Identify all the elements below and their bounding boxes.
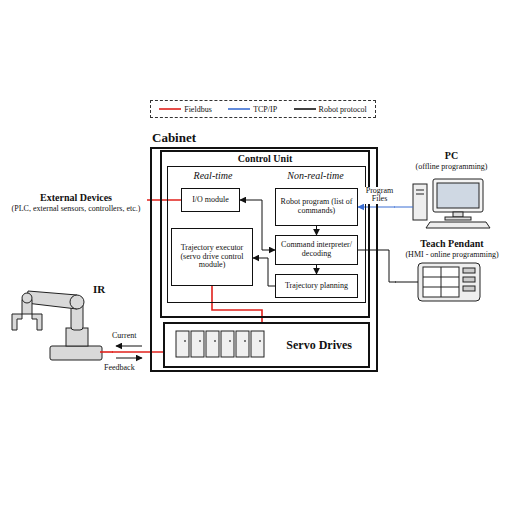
device-description: (HMI - online programming) (396, 250, 508, 259)
legend-box: Fieldbus TCP/IP Robot protocol (150, 100, 376, 118)
teach-pendant-illustration (418, 263, 480, 301)
section-heading: Non-real-time (266, 170, 365, 181)
box-text: Trajectory executor (servo drive control… (174, 244, 250, 270)
teach-pendant-block: Teach Pendant(HMI - online programming) (396, 238, 508, 302)
connector-line (316, 265, 317, 274)
section-heading: Real-time (168, 170, 258, 181)
connector-line (112, 351, 163, 353)
legend-item: TCP/IP (228, 105, 277, 114)
legend-item: Robot protocol (294, 105, 367, 114)
legend-line-sample (294, 106, 316, 112)
pendant-cable (395, 282, 418, 283)
process-box: Robot program (list of commands) (275, 188, 358, 226)
device-title: External Devices (5, 192, 147, 204)
process-box: Command interpreter/ decoding (275, 235, 358, 265)
connectors (112, 200, 396, 352)
signal-label: Feedback (104, 363, 135, 372)
pc-cable (394, 207, 413, 208)
device-description: (offline programming) (395, 162, 508, 171)
control-section-box: I/O module Robot program (list of command… (167, 166, 366, 303)
cabinet-box: I/O module Robot program (list of command… (150, 147, 378, 372)
control-unit-box: I/O module Robot program (list of command… (160, 150, 370, 318)
legend-item: Fieldbus (159, 105, 212, 114)
process-box: Trajectory executor (servo drive control… (171, 228, 253, 286)
legend-text: Fieldbus (184, 105, 212, 114)
pc-illustration (413, 179, 490, 228)
legend-text: Robot protocol (319, 105, 367, 114)
process-box: Trajectory planning (275, 274, 358, 298)
device-title: PC (395, 150, 508, 162)
box-text: Robot program (list of commands) (278, 198, 355, 216)
edge-label: Program Files (362, 187, 398, 204)
robot-cable (100, 351, 113, 353)
legend-line-sample (159, 106, 181, 112)
connector-line (240, 200, 275, 250)
connector-line (253, 258, 275, 286)
box-text: Command interpreter/ decoding (278, 241, 355, 259)
signal-label: Current (112, 331, 136, 340)
connector-line (316, 226, 317, 235)
robot-block: IR (5, 282, 112, 362)
legend-line-sample (228, 106, 250, 112)
pc-block: PC(offline programming) (395, 150, 508, 230)
process-box: I/O module (181, 188, 240, 212)
box-text: Trajectory planning (278, 282, 355, 291)
current-arrow (116, 346, 142, 347)
device-title: Teach Pendant (396, 238, 508, 250)
external-devices-block: External Devices(PLC, external sensors, … (5, 192, 147, 230)
cabinet-heading: Cabinet (152, 130, 196, 146)
servo-drive-modules (176, 331, 264, 357)
robot-label: IR (5, 282, 112, 296)
servo-drives-box: Servo Drives (163, 322, 370, 368)
device-description: (PLC, external sensors, controllers, etc… (5, 204, 147, 213)
box-text: I/O module (184, 196, 237, 205)
feedback-arrow (116, 358, 142, 359)
servo-drives-title: Servo Drives (286, 338, 352, 353)
control-unit-heading: Control Unit (162, 152, 368, 164)
connector-line (147, 199, 181, 201)
robot-illustration (12, 291, 102, 360)
legend-text: TCP/IP (253, 105, 277, 114)
